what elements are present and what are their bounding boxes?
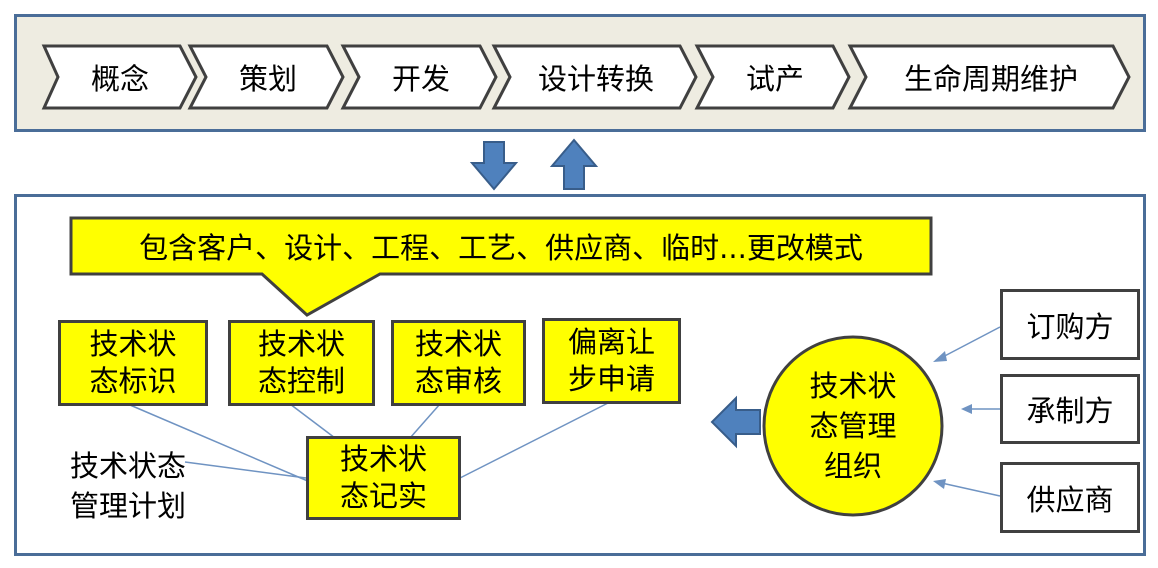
callout-shape — [69, 216, 933, 317]
record-box: 技术状态记实 — [306, 436, 461, 520]
organization-circle — [762, 335, 944, 517]
phase-label-planning: 策划 — [238, 62, 297, 96]
arrowhead-client — [933, 351, 947, 362]
phase-shape-6 — [847, 44, 1131, 110]
connector-plan-record — [184, 461, 307, 479]
change-modes-callout: 包含客户、设计、工程、工艺、供应商、临时...更改模式 — [139, 231, 863, 265]
party-supplier: 供应商 — [1000, 462, 1140, 533]
phase-shape-5 — [694, 44, 851, 110]
connector-record-deviation — [459, 401, 611, 479]
connector-client — [936, 326, 1001, 361]
party-client: 订购方 — [1000, 289, 1140, 360]
connector-record-audit — [409, 403, 441, 439]
activity-deviation-request: 偏离让步申请 — [542, 318, 681, 404]
activity-control: 技术状态控制 — [228, 320, 375, 406]
left-arrow-icon — [710, 395, 761, 449]
activity-audit: 技术状态审核 — [391, 320, 526, 406]
phase-shape-3 — [340, 44, 498, 110]
phase-shape-2 — [187, 44, 345, 110]
arrowhead-contractor — [961, 404, 972, 414]
management-plan-label: 技术状态管理计划 — [70, 449, 187, 523]
up-arrow-icon — [549, 138, 599, 190]
phase-shape-1 — [41, 44, 198, 110]
organization-label: 技术状态管理组织 — [809, 369, 897, 483]
arrowhead-supplier — [933, 479, 946, 489]
activity-identification: 技术状态标识 — [58, 320, 208, 406]
phase-label-concept: 概念 — [90, 62, 149, 96]
phase-label-lifecycle-maintenance: 生命周期维护 — [903, 62, 1078, 96]
connector-supplier — [936, 481, 1001, 497]
connector-record-identify — [129, 404, 311, 483]
phase-label-development: 开发 — [391, 62, 450, 96]
down-arrow-icon — [469, 141, 519, 191]
phase-label-design-transfer: 设计转换 — [537, 62, 654, 96]
connector-record-control — [289, 403, 336, 439]
phase-label-trial-production: 试产 — [745, 62, 804, 96]
phase-shape-4 — [491, 44, 698, 110]
party-contractor: 承制方 — [1000, 374, 1140, 444]
